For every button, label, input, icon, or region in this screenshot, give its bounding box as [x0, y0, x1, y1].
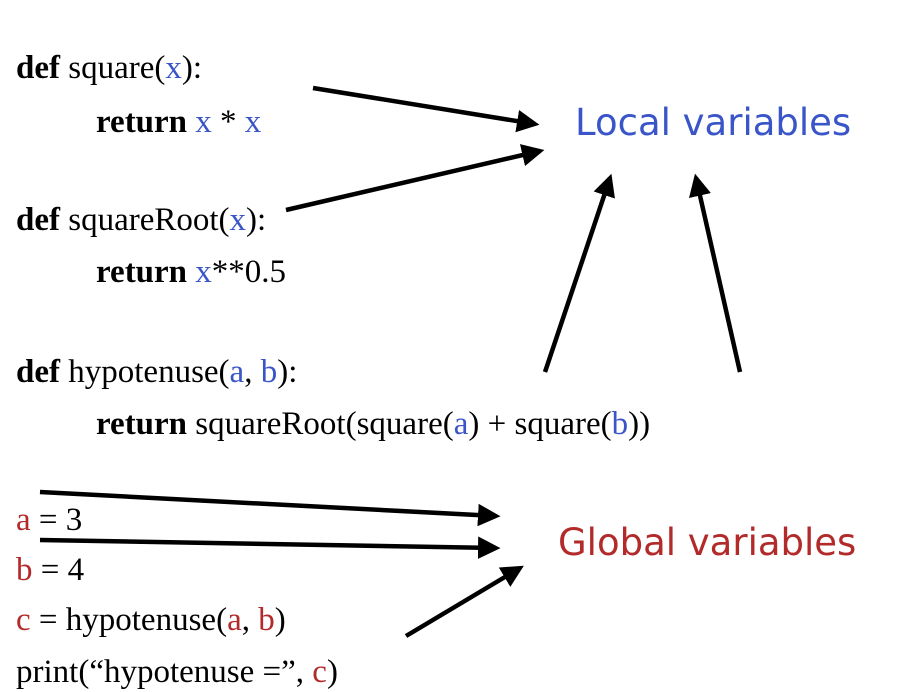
- code-line-def-square: def square(x):: [16, 8, 202, 88]
- code-line-assign-b: b = 4: [16, 510, 84, 590]
- arrow-hypotenuse-b-to-local: [689, 173, 743, 373]
- arrow-squareroot-x-to-local: [285, 144, 545, 213]
- code-text: square(: [60, 50, 166, 86]
- global-variable: c: [16, 602, 31, 638]
- local-variable: x: [195, 104, 212, 140]
- code-text: squareRoot(square(: [187, 406, 454, 442]
- def-keyword: def: [16, 202, 60, 238]
- code-line-assign-c: c = hypotenuse(a, b): [16, 560, 286, 640]
- local-variable: a: [453, 406, 469, 442]
- code-text: print(“hypotenuse =”,: [16, 654, 313, 690]
- local-variable: x: [195, 254, 212, 290]
- local-variable: x: [229, 202, 247, 238]
- code-line-return-hypotenuse: return squareRoot(square(a) + square(b)): [96, 364, 650, 444]
- code-line-assign-a: a = 3: [16, 460, 82, 540]
- global-variable: c: [312, 654, 327, 690]
- code-text: ,: [241, 602, 259, 638]
- code-text: ): [274, 602, 286, 638]
- local-variables-label: Local variables: [575, 101, 852, 144]
- local-variable: x: [165, 50, 182, 86]
- code-text: ):: [246, 202, 267, 238]
- arrow-square-x-to-local: [312, 85, 540, 133]
- code-text: ): [326, 654, 338, 690]
- arrow-c-to-global: [404, 565, 524, 638]
- def-keyword: def: [16, 50, 60, 86]
- global-variables-label: Global variables: [558, 521, 857, 564]
- code-text: ,: [244, 354, 261, 390]
- arrow-a-to-global: [39, 489, 501, 527]
- code-line-return-square: return x * x: [96, 62, 261, 142]
- code-line-return-squareroot: return x**0.5: [96, 212, 286, 292]
- arrow-hypotenuse-a-to-local: [542, 173, 615, 373]
- code-text: ):: [181, 50, 203, 86]
- global-variable: b: [258, 602, 275, 638]
- code-text: )): [628, 406, 651, 442]
- code-text: ) + square(: [468, 406, 612, 442]
- code-line-print: print(“hypotenuse =”, c): [16, 612, 338, 692]
- def-keyword: def: [16, 354, 60, 390]
- local-variable: b: [611, 406, 629, 442]
- code-text: = 3: [30, 502, 83, 538]
- global-variable: a: [227, 602, 242, 638]
- global-variable: b: [16, 552, 33, 588]
- global-variable: a: [16, 502, 31, 538]
- code-text: squareRoot(: [60, 202, 230, 238]
- code-text: = 4: [32, 552, 85, 588]
- return-keyword: return: [96, 254, 188, 290]
- arrow-b-to-global: [39, 536, 501, 559]
- code-text: hypotenuse(: [60, 354, 230, 390]
- code-text: = hypotenuse(: [30, 602, 228, 638]
- return-keyword: return: [96, 406, 188, 442]
- code-text: ):: [277, 354, 298, 390]
- return-keyword: return: [96, 104, 188, 140]
- code-text: *: [211, 104, 245, 140]
- code-line-def-hypotenuse: def hypotenuse(a, b):: [16, 312, 297, 392]
- code-text: **0.5: [211, 254, 287, 290]
- local-variable: a: [229, 354, 245, 390]
- code-line-def-squareroot: def squareRoot(x):: [16, 160, 266, 240]
- local-variable: b: [260, 354, 278, 390]
- local-variable: x: [244, 104, 262, 140]
